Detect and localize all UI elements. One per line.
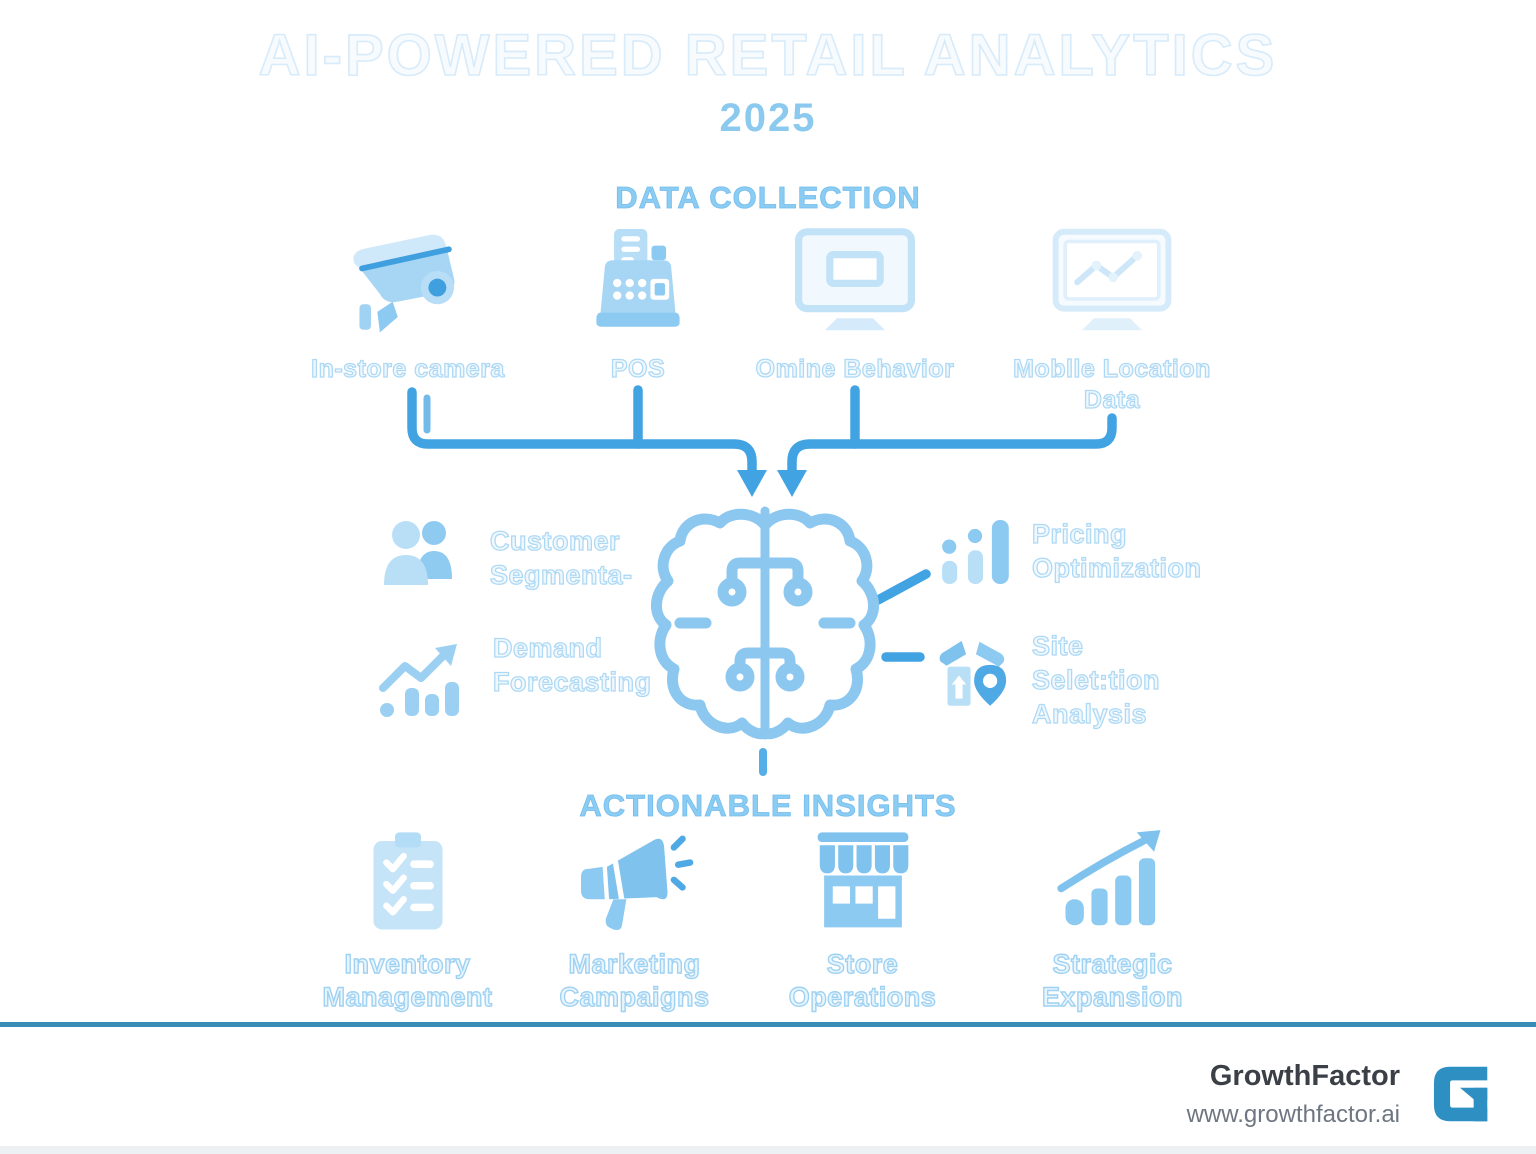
data-source-label: Moblle Location Data <box>1012 354 1211 414</box>
bottom-edge <box>0 1146 1536 1154</box>
monitor-icon <box>740 218 970 340</box>
year-subtitle: 2025 <box>719 96 817 140</box>
store-location-pin-icon <box>939 640 1007 706</box>
action-label: Strategic Expansion <box>1041 948 1184 1012</box>
actionable-insights-heading: ACTIONABLE INSIGHTS <box>579 788 957 824</box>
insight-pricing-optimization <box>935 512 1015 592</box>
data-source-online: Omine Behavior <box>740 218 970 385</box>
megaphone-icon <box>580 835 693 931</box>
clipboard-checklist-icon <box>372 832 443 930</box>
insight-label: Customer Segmenta- <box>489 525 633 590</box>
data-source-label: POS <box>610 354 666 383</box>
page-title: AI-POWERED RETAIL ANALYTICS <box>258 22 1278 89</box>
data-source-camera: In-store camera <box>293 218 523 385</box>
footer-divider <box>0 1022 1536 1027</box>
insight-label: Demand Forecasting <box>492 632 652 697</box>
action-marketing-campaigns: Marketing Campaigns <box>522 828 747 1014</box>
pos-terminal-icon <box>523 218 753 340</box>
trend-chart-icon <box>379 644 459 717</box>
pricing-bars-icon <box>942 520 1009 584</box>
data-source-mobile-location: Moblle Location Data <box>997 218 1227 416</box>
cctv-camera-icon <box>293 218 523 340</box>
growth-bars-arrow-icon <box>1056 830 1161 926</box>
ai-brain-circuit-icon <box>651 506 880 740</box>
monitor-chart-icon <box>997 218 1227 340</box>
brand-name: GrowthFactor <box>1209 1060 1400 1092</box>
action-label: Marketing Campaigns <box>559 948 710 1012</box>
footer-brand-block: GrowthFactor www.growthfactor.ai <box>1100 1060 1400 1129</box>
data-source-pos: POS <box>523 218 753 385</box>
insight-label: Pricing Optimization <box>1031 518 1202 583</box>
action-label: Inventory Management <box>322 948 493 1012</box>
action-store-operations: Store Operations <box>750 828 975 1014</box>
growthfactor-g-logo <box>1433 1066 1488 1122</box>
data-source-label: In-store camera <box>310 354 505 383</box>
brand-url: www.growthfactor.ai <box>1186 1101 1400 1128</box>
action-inventory-management: Inventory Management <box>295 828 520 1014</box>
customers-icon <box>384 521 452 585</box>
action-label: Store Operations <box>788 948 937 1012</box>
insight-site-selection <box>935 632 1015 712</box>
data-collection-heading: DATA COLLECTION <box>615 180 921 216</box>
insight-customer-segmentation <box>375 513 473 597</box>
insight-demand-forecasting <box>375 636 473 720</box>
data-source-label: Omine Behavior <box>755 354 955 383</box>
storefront-icon <box>817 832 908 928</box>
insight-label: Site Selet:tion Analysis <box>1031 630 1161 729</box>
action-strategic-expansion: Strategic Expansion <box>985 828 1240 1014</box>
